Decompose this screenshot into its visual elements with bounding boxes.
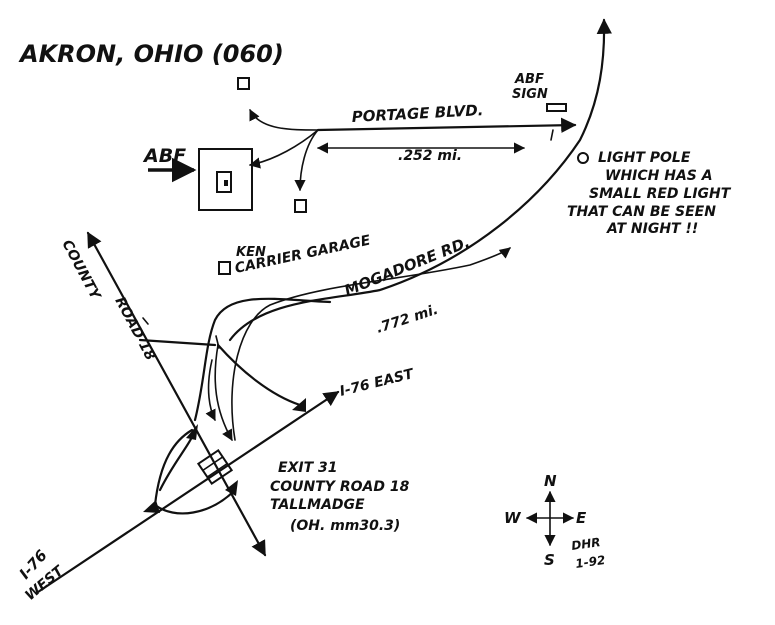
ramp-arrow-down-2 (205, 359, 216, 422)
portage-blvd (316, 117, 577, 133)
portage-tick (550, 129, 554, 141)
abf-sign-label-1: ABF (514, 72, 544, 87)
overpass-bridge (196, 448, 234, 486)
abf-sign-label-2: SIGN (512, 87, 548, 102)
connector-to-i76-east (216, 343, 302, 407)
compass-east: E (576, 509, 587, 527)
connector-tick (142, 317, 149, 325)
ramp-marker-nw (186, 424, 198, 440)
mogadore-road (228, 18, 613, 342)
light-pole-note-1: LIGHT POLE (598, 150, 691, 166)
ramp-marker-sw (143, 500, 160, 513)
light-pole-note-5: AT NIGHT !! (606, 221, 698, 237)
county-road-18 (86, 231, 267, 557)
light-pole-note-2: WHICH HAS A (605, 168, 713, 184)
compass-west: W (504, 509, 522, 527)
abf-door (216, 171, 232, 193)
branch-to-north-box (249, 108, 319, 131)
branch-to-south-box (294, 129, 319, 192)
ramp-marker-ne (292, 398, 306, 412)
ramp-arrow-down (214, 344, 233, 441)
light-pole-note-3: SMALL RED LIGHT (589, 186, 732, 202)
ramp-loop-west (153, 428, 237, 515)
ramp-marker-se (225, 480, 238, 496)
compass-north: N (544, 472, 557, 490)
light-pole-note-4: THAT CAN BE SEEN (567, 204, 716, 220)
abf-door-mark (224, 180, 228, 186)
i76-east-label: I-76 EAST (338, 366, 416, 400)
light-pole-icon (577, 152, 589, 164)
branch-to-abf (248, 129, 319, 169)
ken-garage-box (218, 261, 231, 275)
abf-label: ABF (142, 145, 186, 167)
abf-sign-box (546, 103, 567, 112)
exit-label-3: TALLMADGE (270, 497, 365, 513)
exit-label-1: EXIT 31 (278, 460, 337, 476)
distance-772-label: .772 mi. (374, 302, 440, 337)
abf-building (198, 148, 253, 211)
connector-county-road (138, 338, 217, 347)
distance-252-label: .252 mi. (398, 148, 462, 164)
i76-highway (36, 390, 340, 594)
small-building-north (237, 77, 250, 90)
author-label-2: 1-92 (574, 553, 606, 571)
portage-blvd-label: PORTAGE BLVD. (351, 101, 484, 126)
map-title: AKRON, OHIO (060) (18, 40, 284, 68)
small-building-south (294, 199, 307, 213)
county-road-label-2: ROAD 18 (111, 294, 158, 363)
compass-south: S (544, 551, 555, 569)
author-label-1: DHR (570, 535, 601, 553)
ken-garage-label-1: KEN (236, 245, 266, 260)
exit-label-2: COUNTY ROAD 18 (270, 479, 410, 495)
exit-label-4: (OH. mm30.3) (290, 518, 400, 534)
